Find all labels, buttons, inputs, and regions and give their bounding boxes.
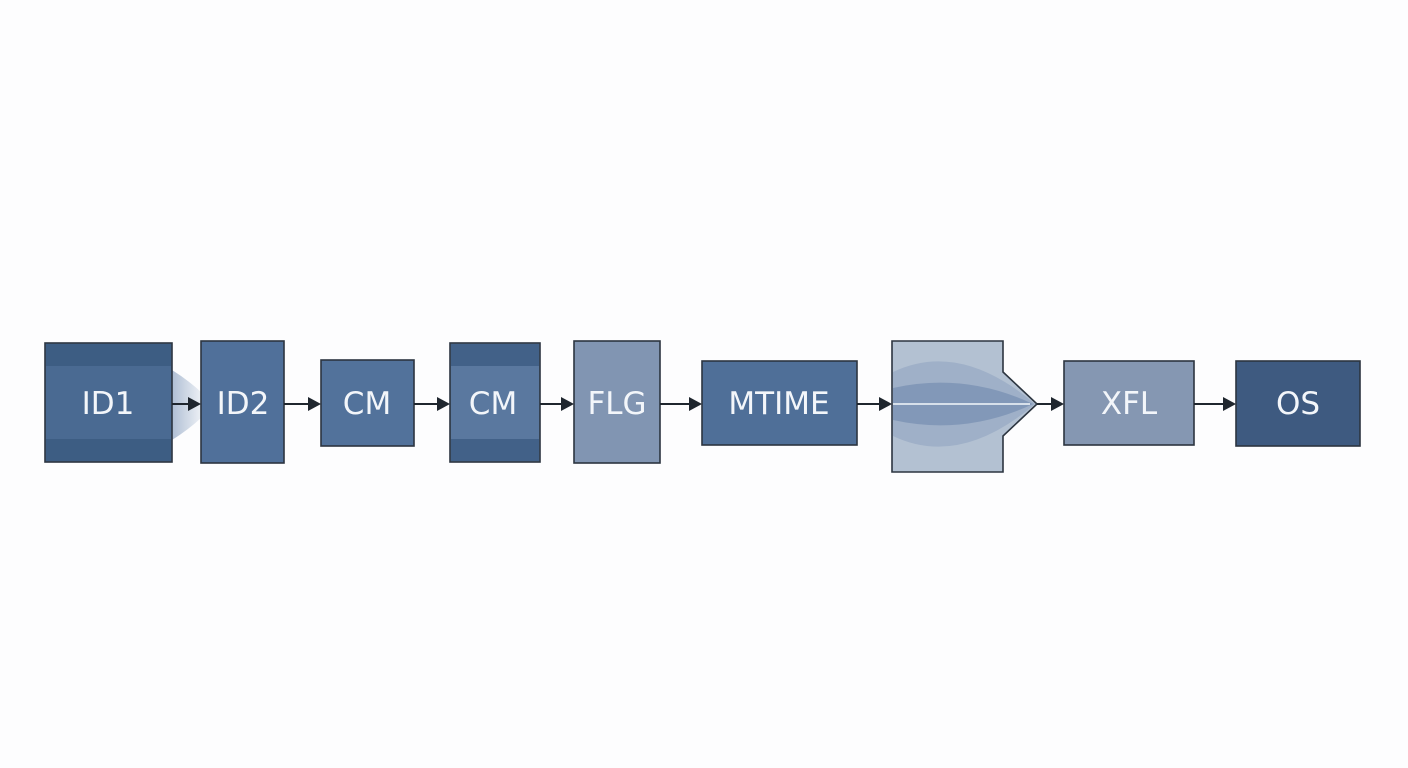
edge-funnel-xfl (1037, 397, 1064, 411)
node-mtime: MTIME (701, 360, 858, 446)
edge-mtime-funnel (857, 397, 892, 411)
node-xfl: XFL (1063, 360, 1195, 446)
node-xfl-label: XFL (1101, 386, 1158, 422)
node-id1-label: ID1 (82, 386, 135, 422)
node-id2-label: ID2 (217, 386, 270, 422)
edge-id2-cm1 (284, 397, 321, 411)
node-cm-1: CM (320, 359, 415, 447)
node-id1: ID1 (44, 342, 173, 463)
node-cm-2-label: CM (469, 386, 517, 422)
node-os: OS (1235, 360, 1361, 447)
edge-id1-id2 (172, 397, 201, 411)
edge-cm1-cm2 (414, 397, 450, 411)
node-funnel (891, 340, 1039, 473)
node-cm-2: CM (449, 342, 541, 463)
node-os-label: OS (1276, 386, 1320, 422)
edge-cm2-flg (540, 397, 574, 411)
node-cm-1-label: CM (343, 386, 391, 422)
edge-flg-mtime (660, 397, 702, 411)
node-flg: FLG (573, 340, 661, 464)
node-id2: ID2 (200, 340, 285, 464)
edge-xfl-os (1194, 397, 1236, 411)
node-mtime-label: MTIME (728, 386, 829, 422)
node-flg-label: FLG (587, 386, 646, 422)
